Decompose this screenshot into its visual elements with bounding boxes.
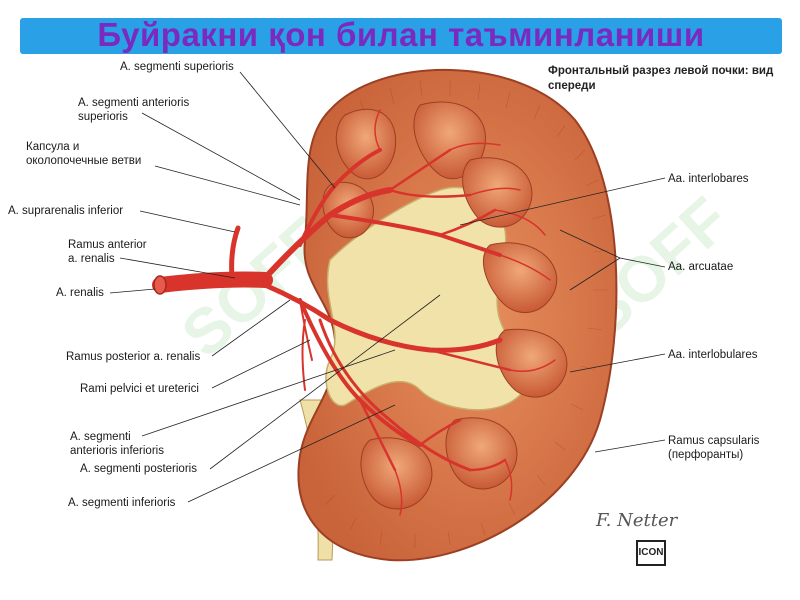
label-ramus-posterior: Ramus posterior a. renalis [66, 351, 201, 363]
renal-pyramids [322, 101, 568, 510]
label-capsule-1: Капсула и [26, 141, 80, 153]
artist-signature: F. Netter [596, 510, 678, 531]
renal-artery [152, 271, 273, 293]
label-ramus-capsularis-1: Ramus capsularis [668, 435, 760, 447]
label-interlobares: Aa. interlobares [668, 173, 749, 185]
label-segmenti-inferioris: A. segmenti inferioris [68, 497, 176, 509]
label-segmenti-anterioris-inferioris-2: anterioris inferioris [70, 445, 164, 457]
title-bar [20, 18, 782, 54]
publisher-logo: ICON [636, 540, 666, 566]
label-interlobulares: Aa. interlobulares [668, 349, 758, 361]
label-segmenti-anterioris-superioris-1: A. segmenti anterioris [78, 97, 190, 109]
label-segmenti-anterioris-superioris-2: superioris [78, 111, 128, 123]
label-arcuatae: Aa. arcuatae [668, 261, 734, 273]
label-renalis: A. renalis [56, 287, 104, 299]
arterial-tree [152, 109, 556, 516]
label-ramus-anterior-1: Ramus anterior [68, 239, 147, 251]
label-suprarenalis-inferior: A. suprarenalis inferior [8, 205, 124, 217]
diagram-subtitle: Фронтальный разрез левой почки: вид спер… [548, 65, 774, 92]
label-ramus-capsularis-2: (перфоранты) [668, 449, 744, 461]
label-rami-pelvici: Rami pelvici et ureterici [80, 383, 199, 395]
label-segmenti-superioris: A. segmenti superioris [120, 61, 234, 73]
label-ramus-anterior-2: a. renalis [68, 253, 115, 265]
page-title: Буйракни қон билан таъминланиши [97, 16, 705, 53]
label-segmenti-posterioris: A. segmenti posterioris [80, 463, 197, 475]
label-capsule-2: околопочечные ветви [26, 155, 142, 167]
leader-lines [109, 71, 666, 503]
label-segmenti-anterioris-inferioris-1: A. segmenti [70, 431, 131, 443]
renal-pelvis [325, 186, 528, 411]
